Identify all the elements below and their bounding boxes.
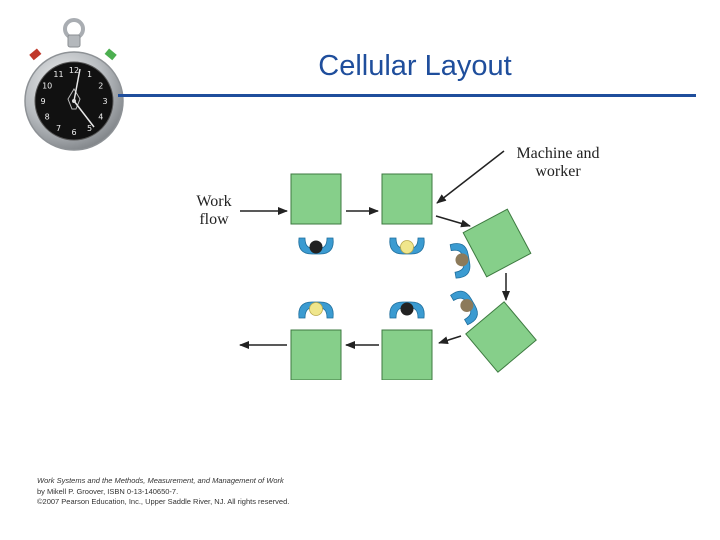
worker-4 <box>450 290 478 326</box>
stopwatch-numeral: 9 <box>40 97 45 106</box>
machine-5 <box>290 329 342 381</box>
stopwatch-button-right <box>104 48 117 61</box>
stopwatch-numeral: 2 <box>98 82 103 91</box>
machine-3 <box>462 208 532 278</box>
copyright-footer: Work Systems and the Methods, Measuremen… <box>37 476 437 508</box>
stopwatch-numeral: 12 <box>69 66 79 75</box>
stopwatch-numeral: 4 <box>98 113 103 122</box>
stopwatch-numeral: 3 <box>102 97 107 106</box>
stopwatch-numeral: 10 <box>42 82 52 91</box>
stopwatch-hand-minute <box>73 68 81 102</box>
label-machine-and-worker: Machine and worker <box>498 145 618 181</box>
stopwatch-numeral: 7 <box>56 124 61 133</box>
footer-author: by Mikell P. Groover, ISBN 0-13-140650-7… <box>37 486 179 496</box>
worker-3 <box>449 243 471 279</box>
stopwatch-numeral: 8 <box>45 113 50 122</box>
stopwatch-button-left <box>29 48 42 61</box>
arrow-machine4-to-5 <box>438 335 462 345</box>
machine-6 <box>381 329 433 381</box>
diagram-canvas <box>239 150 537 381</box>
slide-title: Cellular Layout <box>318 50 512 82</box>
title-rule <box>118 94 696 97</box>
stopwatch-crown <box>67 34 81 48</box>
worker-6 <box>389 301 425 319</box>
arrow-machine2-to-3 <box>435 215 471 228</box>
cellular-layout-diagram: Machine and worker Work flow <box>180 140 610 381</box>
worker-5 <box>298 301 334 319</box>
stopwatch-numeral: 5 <box>87 124 92 133</box>
arrow-machine-label-pointer <box>436 150 505 204</box>
stopwatch-hand-second <box>73 100 95 128</box>
footer-book-title: Work Systems and the Methods, Measuremen… <box>37 476 284 485</box>
worker-2 <box>389 237 425 255</box>
label-work: Work <box>196 193 232 210</box>
worker-1 <box>298 237 334 255</box>
label-machine-line1: Machine and <box>516 145 600 162</box>
machine-2 <box>381 173 433 225</box>
machine-4 <box>465 301 537 373</box>
stopwatch-emblem <box>67 88 81 110</box>
label-machine-line2: worker <box>535 163 581 180</box>
footer-copyright: ©2007 Pearson Education, Inc., Upper Sad… <box>37 497 290 506</box>
label-work-flow: Work flow <box>188 193 240 229</box>
machine-1 <box>290 173 342 225</box>
stopwatch-numeral: 6 <box>71 128 76 137</box>
stopwatch-numeral: 11 <box>53 70 63 79</box>
label-flow: flow <box>199 211 229 228</box>
stopwatch-numeral: 1 <box>87 70 92 79</box>
